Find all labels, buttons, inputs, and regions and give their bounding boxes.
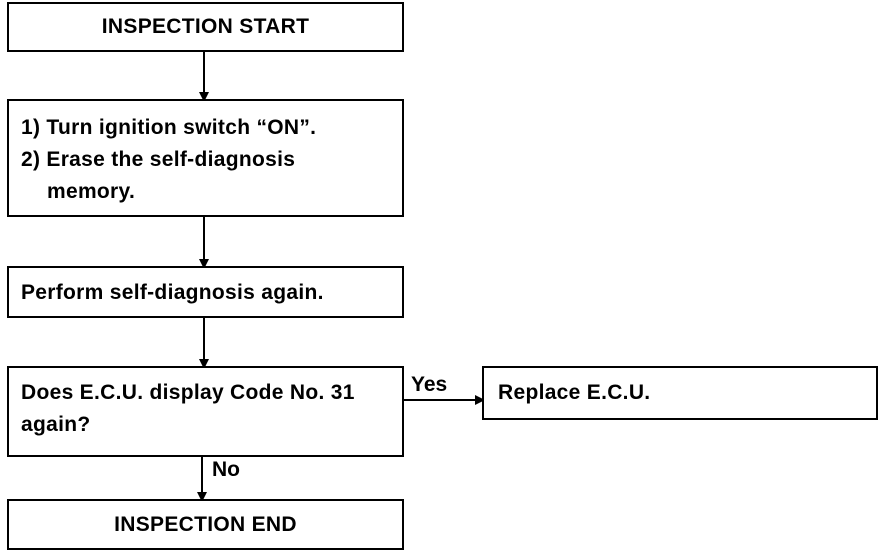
node-inspection-start: INSPECTION START bbox=[7, 2, 404, 52]
node-replace-ecu: Replace E.C.U. bbox=[482, 366, 878, 420]
node-inspection-end: INSPECTION END bbox=[7, 499, 404, 550]
node-decision-code-31: Does E.C.U. display Code No. 31 again? bbox=[7, 366, 404, 457]
node-perform-self-diagnosis-label: Perform self-diagnosis again. bbox=[21, 281, 324, 304]
node-perform-self-diagnosis: Perform self-diagnosis again. bbox=[7, 266, 404, 318]
decision-line-1: Does E.C.U. display Code No. 31 bbox=[21, 381, 355, 404]
step-line-erase-memory: 2) Erase the self-diagnosis bbox=[21, 148, 296, 171]
edge-label-no: No bbox=[212, 458, 240, 481]
step-line-memory-text: memory. bbox=[47, 180, 136, 203]
node-step-ignition-erase: 1) Turn ignition switch “ON”. 2) Erase t… bbox=[7, 99, 404, 217]
step-line-memory: memory. bbox=[21, 176, 402, 208]
node-inspection-end-label: INSPECTION END bbox=[114, 512, 297, 536]
node-replace-ecu-label: Replace E.C.U. bbox=[498, 381, 651, 404]
node-inspection-start-label: INSPECTION START bbox=[101, 15, 310, 38]
decision-line-2: again? bbox=[21, 413, 91, 436]
step-line-turn-ignition: 1) Turn ignition switch “ON”. bbox=[21, 116, 317, 139]
edge-label-yes: Yes bbox=[411, 373, 448, 396]
